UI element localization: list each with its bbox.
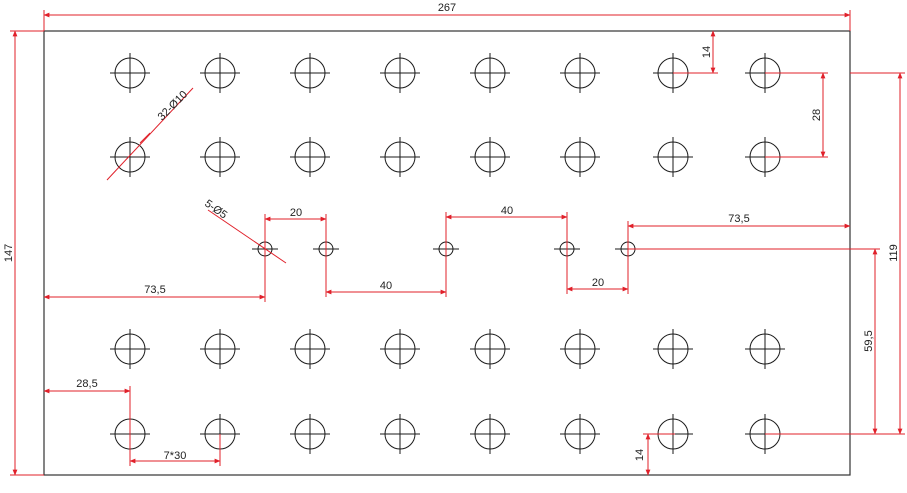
big-hole: [470, 137, 510, 177]
big-hole: [560, 53, 600, 93]
big-hole: [110, 137, 150, 177]
big-hole: [470, 329, 510, 369]
big-hole: [653, 137, 693, 177]
big-hole: [110, 329, 150, 369]
label-small-pitch-c: 40: [501, 205, 513, 217]
dimension-lines: [10, 10, 905, 476]
big-hole-grid: [110, 53, 785, 454]
label-left-offset: 73,5: [144, 284, 165, 296]
big-hole: [200, 329, 240, 369]
big-hole: [380, 137, 420, 177]
big-hole: [560, 137, 600, 177]
big-hole: [653, 329, 693, 369]
label-small-hole-callout: 5-Ø5: [202, 198, 229, 222]
label-left-offset-big: 28,5: [76, 378, 97, 390]
leader-tick: [139, 132, 151, 144]
plate-outline: [43, 30, 851, 476]
label-height-small-holes: 59,5: [863, 330, 875, 351]
big-hole: [380, 53, 420, 93]
label-top-offset: 14: [701, 46, 713, 58]
label-big-hole-pattern: 7*30: [164, 450, 187, 462]
big-hole: [470, 53, 510, 93]
label-overall-width: 267: [438, 2, 456, 14]
big-hole: [200, 137, 240, 177]
leader-small-hole: [207, 209, 287, 264]
label-height-right: 119: [888, 244, 900, 262]
label-bottom-offset: 14: [634, 449, 646, 461]
big-hole: [380, 414, 420, 454]
leader-big-hole: [106, 87, 194, 181]
big-hole: [380, 329, 420, 369]
big-hole: [560, 329, 600, 369]
big-hole: [200, 53, 240, 93]
big-hole: [290, 137, 330, 177]
label-big-hole-callout: 32-Ø10: [156, 89, 190, 123]
big-hole: [290, 329, 330, 369]
label-small-pitch-a: 20: [290, 207, 302, 219]
label-right-offset: 73,5: [728, 213, 749, 225]
label-small-pitch-b: 40: [380, 280, 392, 292]
big-hole: [110, 53, 150, 93]
big-hole: [470, 414, 510, 454]
big-hole: [560, 414, 600, 454]
label-row-pitch: 28: [811, 109, 823, 121]
big-hole: [290, 414, 330, 454]
label-overall-height: 147: [3, 244, 15, 262]
big-hole: [745, 329, 785, 369]
label-small-pitch-d: 20: [592, 277, 604, 289]
big-hole: [290, 53, 330, 93]
